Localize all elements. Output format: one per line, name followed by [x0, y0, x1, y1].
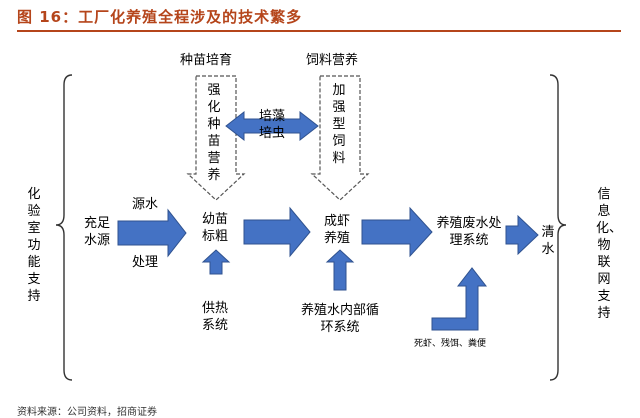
right-brace	[549, 74, 567, 381]
waste-note-label: 死虾、残饵、粪便	[414, 339, 487, 349]
arrow-fry-to-adult	[243, 206, 311, 258]
node-water-source: 充足水源	[83, 216, 110, 248]
node-waste-system: 养殖废水处理系统	[436, 216, 502, 248]
dashed-arrow-seed	[186, 75, 246, 201]
source-water-label: 源水	[132, 197, 159, 212]
node-adult: 成虾养殖	[323, 214, 350, 246]
recirc-label: 养殖水内部循环系统	[300, 303, 379, 335]
left-brace	[55, 74, 73, 381]
figure-title: 图 16：工厂化养殖全程涉及的技术繁多	[17, 8, 303, 26]
double-arrow-algae	[225, 110, 319, 142]
heat-supply-label: 供热系统	[201, 301, 228, 333]
seed-label: 种苗培育	[180, 53, 233, 68]
feed-label: 饲料营养	[306, 53, 359, 68]
seed-nutrition-text: 强化种苗营养	[207, 83, 221, 183]
arrow-waste-bent	[431, 267, 488, 331]
arrow-heat-up	[201, 249, 231, 275]
node-clean-water: 清水	[541, 225, 555, 257]
dashed-arrow-feed	[310, 75, 370, 201]
arrow-recirc-up	[325, 249, 355, 291]
arrow-source-to-fry	[117, 208, 187, 258]
algae-label: 培藻培虫	[258, 109, 285, 141]
title-rule	[17, 30, 621, 32]
right-side-label: 信息化、物联网支持	[596, 187, 623, 321]
treatment-label: 处理	[132, 255, 159, 270]
arrow-adult-to-waste	[361, 206, 433, 258]
left-side-label: 化验室功能支持	[27, 187, 41, 304]
arrow-waste-to-clean	[505, 214, 539, 256]
node-fry: 幼苗标粗	[201, 212, 228, 244]
source-footer: 资料来源：公司资料，招商证券	[17, 407, 157, 418]
feed-enhance-text: 加强型饲料	[332, 83, 346, 166]
